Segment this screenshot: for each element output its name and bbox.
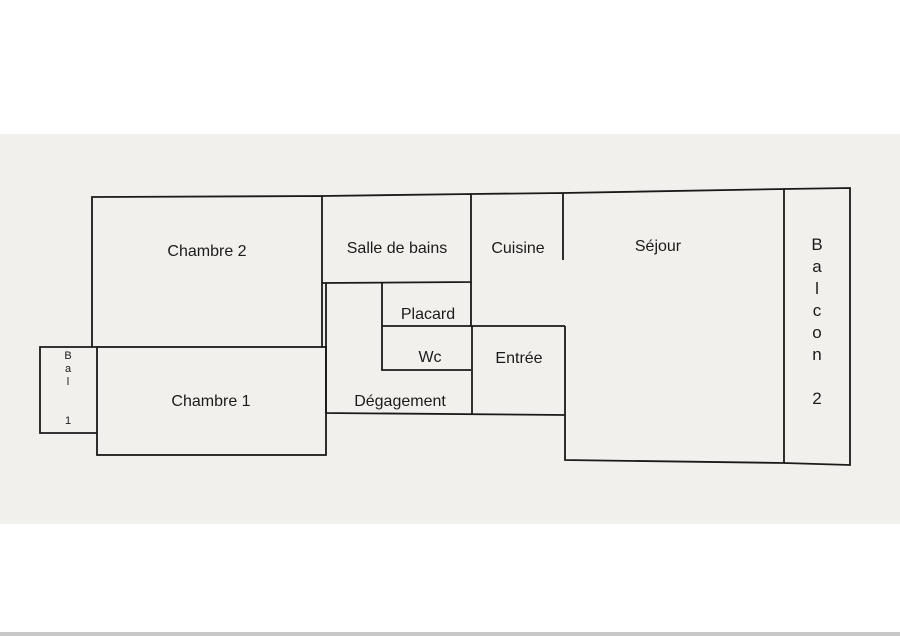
entree-walls [470, 282, 565, 327]
balcon2-letter: o [812, 323, 822, 342]
room-label-balcon2: B a l c o n 2 [811, 234, 822, 410]
balcon1-letter: B [64, 350, 72, 362]
room-label-salle-de-bains: Salle de bains [346, 240, 448, 257]
room-label-balcon1: B a l 1 [64, 350, 71, 428]
plan-paper [0, 134, 900, 524]
balcon2-walls [783, 187, 851, 466]
degagement-walls [325, 283, 566, 416]
salle-de-bains-walls [321, 193, 472, 284]
balcon2-spacer [811, 366, 822, 388]
balcon2-letter: B [811, 235, 823, 254]
room-label-placard: Placard [400, 306, 456, 323]
room-label-chambre1: Chambre 1 [171, 393, 251, 410]
balcon1-letter: l [66, 376, 70, 388]
balcon1-spacer [64, 389, 71, 415]
balcon1-walls [39, 346, 97, 434]
chambre2-walls [91, 195, 323, 347]
room-label-sejour: Séjour [634, 238, 682, 255]
balcon2-number: 2 [812, 389, 822, 408]
room-label-cuisine: Cuisine [491, 240, 545, 257]
sejour-walls [562, 188, 785, 464]
room-label-chambre2: Chambre 2 [167, 243, 247, 260]
balcon2-letter: n [812, 345, 822, 364]
placard-walls [381, 283, 471, 371]
bottom-rule [0, 632, 900, 636]
room-label-entree: Entrée [495, 350, 543, 367]
balcon2-letter: l [815, 279, 819, 298]
balcon2-letter: c [812, 301, 822, 320]
balcon2-letter: a [812, 257, 822, 276]
room-label-wc: Wc [418, 349, 442, 366]
room-label-degagement: Dégagement [354, 393, 446, 410]
balcon1-letter: a [64, 363, 72, 375]
balcon1-number: 1 [64, 415, 72, 427]
